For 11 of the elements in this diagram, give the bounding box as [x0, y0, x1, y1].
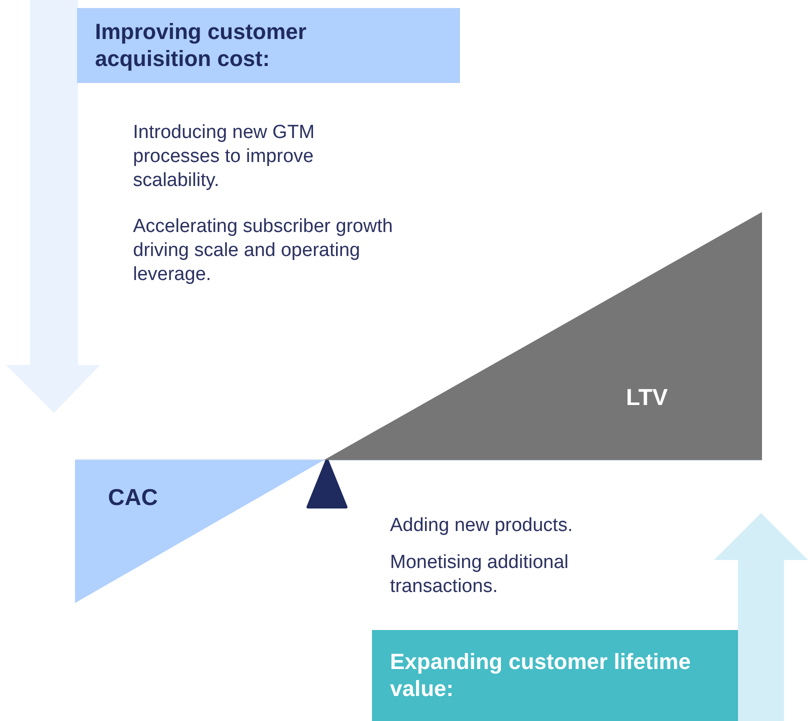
body-text: Monetising additional transactions. — [390, 551, 570, 599]
heading-text: Improving customer acquisition cost: — [95, 18, 308, 72]
body-text: Introducing new GTM processes to improve scalability. — [133, 121, 316, 193]
heading-text: Expanding customer lifetime value: — [390, 648, 692, 702]
heading-text: CAC — [108, 484, 159, 511]
heading-box — [372, 630, 738, 721]
triangle-shape — [75, 460, 324, 603]
body-text: Accelerating subscriber growth driving scale and operating leverage. — [133, 215, 393, 287]
heading-box — [77, 8, 460, 83]
heading-text: LTV — [626, 384, 669, 411]
body-text: Adding new products. — [390, 514, 574, 538]
